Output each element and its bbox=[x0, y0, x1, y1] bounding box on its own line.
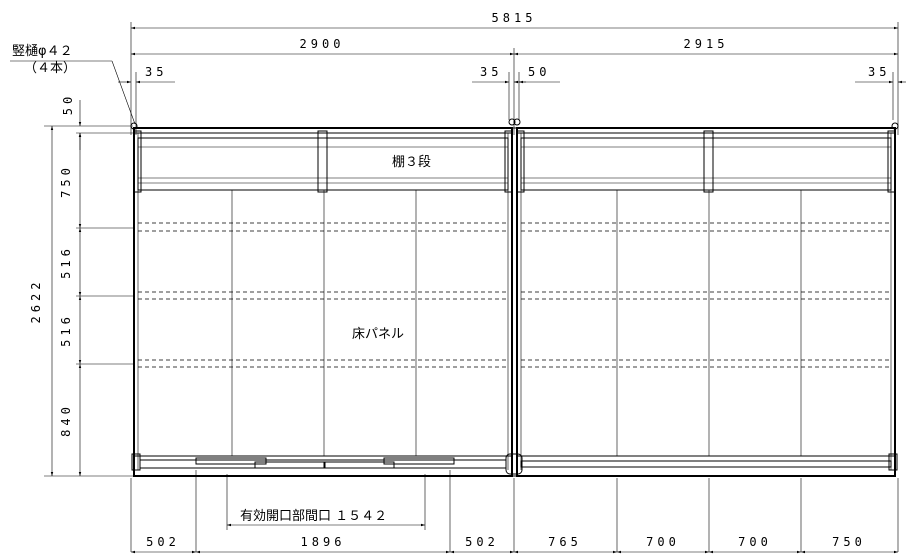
downpipe-icon bbox=[891, 122, 899, 130]
top-dimensions: 5815 2900 2915 35 35 50 35 bbox=[118, 11, 906, 135]
front-rail bbox=[131, 453, 898, 475]
dim-depth-segment-4: 840 bbox=[59, 403, 73, 437]
dim-total-width: 5815 bbox=[492, 11, 537, 25]
dim-left-module: 2900 bbox=[300, 37, 345, 51]
dim-bottom-right-4: 750 bbox=[832, 535, 866, 549]
dim-right-inner-offset: 50 bbox=[528, 65, 550, 79]
floor-panel-label: 床パネル bbox=[352, 327, 404, 342]
dim-left-inner-offset: 35 bbox=[480, 65, 502, 79]
downpipe-icon bbox=[513, 118, 521, 126]
floor-panels: 床パネル bbox=[138, 190, 891, 456]
dim-depth-segment-1: 750 bbox=[59, 164, 73, 198]
dim-bottom-right-2: 700 bbox=[646, 535, 680, 549]
dim-bottom-left-2: 1896 bbox=[301, 535, 346, 549]
dim-right-module: 2915 bbox=[684, 37, 729, 51]
dim-bottom-left-3: 502 bbox=[465, 535, 499, 549]
shelf-unit: 棚３段 bbox=[133, 130, 896, 193]
dim-top-margin: 50 bbox=[61, 93, 75, 115]
building-outline bbox=[130, 118, 899, 477]
shelf-label: 棚３段 bbox=[392, 155, 431, 170]
sliding-door bbox=[254, 461, 326, 469]
dim-bottom-right-1: 765 bbox=[548, 535, 582, 549]
dim-depth-segment-2: 516 bbox=[59, 245, 73, 279]
downpipe-count-label: （４本） bbox=[24, 61, 76, 76]
left-dimensions: 2622 50 750 516 516 840 bbox=[29, 93, 133, 477]
downpipe-label: 竪樋φ４２ bbox=[12, 43, 73, 59]
dim-depth-segment-3: 516 bbox=[59, 313, 73, 347]
sliding-door bbox=[383, 457, 455, 465]
downpipe-icon bbox=[508, 118, 516, 126]
effective-opening-label: 有効開口部間口 １５４２ bbox=[240, 509, 387, 524]
dim-bottom-right-3: 700 bbox=[738, 535, 772, 549]
dim-total-depth: 2622 bbox=[29, 279, 43, 324]
sliding-door bbox=[195, 457, 267, 465]
bottom-dimensions: 有効開口部間口 １５４２ 502 1896 502 765 700 700 75… bbox=[130, 470, 899, 554]
dim-right-outer-offset: 35 bbox=[868, 65, 890, 79]
downpipe-icon bbox=[130, 122, 138, 130]
dim-left-outer-offset: 35 bbox=[145, 65, 167, 79]
dim-bottom-left-1: 502 bbox=[146, 535, 180, 549]
downpipe-callout: 竪樋φ４２ （４本） bbox=[10, 43, 136, 125]
sliding-door bbox=[323, 461, 395, 469]
